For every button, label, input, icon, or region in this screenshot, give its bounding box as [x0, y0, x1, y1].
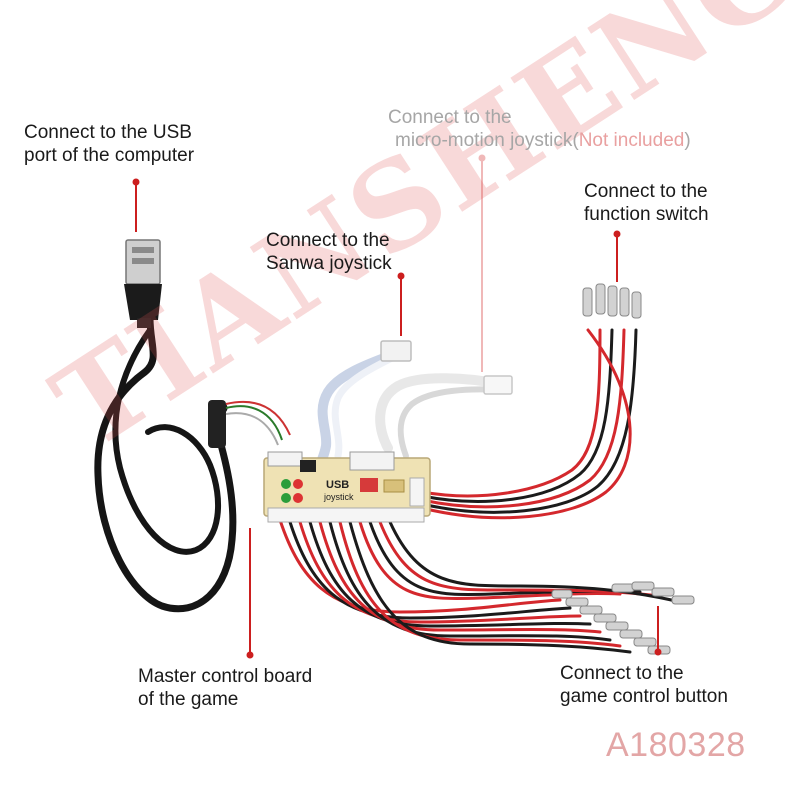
- sanwa-joystick-label: Connect to the Sanwa joystick: [266, 229, 392, 275]
- usb-label-line1: Connect to the USB: [24, 122, 192, 143]
- game-button-label-line1: Connect to the: [560, 663, 684, 684]
- function-switch-label-line1: Connect to the: [584, 181, 708, 202]
- board-usb-label: USB: [326, 479, 349, 491]
- master-board-label-line2: of the game: [138, 689, 239, 710]
- micro-motion-label-line2: micro-motion joystick: [395, 130, 573, 151]
- usb-label: Connect to the USB port of the computer: [24, 121, 194, 167]
- game-button-label: Connect to the game control button: [560, 662, 728, 708]
- micro-motion-close-paren: ): [684, 130, 691, 151]
- function-switch-label: Connect to the function switch: [584, 180, 709, 226]
- not-included-note: Not included: [578, 130, 685, 151]
- power-connector: [208, 400, 291, 448]
- sanwa-joystick-label-line1: Connect to the: [266, 230, 390, 251]
- master-board-label: Master control board of the game: [138, 665, 312, 711]
- game-button-label-line2: game control button: [560, 686, 728, 707]
- game-button-wires: [278, 518, 682, 654]
- micro-motion-label-line1: Connect to the: [388, 107, 512, 128]
- game-button-terminals: [551, 581, 695, 655]
- function-switch-wires: [420, 328, 638, 520]
- board-joystick-label: joystick: [323, 492, 354, 502]
- function-switch-terminals: [582, 283, 642, 319]
- function-switch-label-line2: function switch: [584, 204, 709, 225]
- control-board: USB joystick: [263, 451, 431, 523]
- leader-lines: [132, 154, 662, 659]
- micro-motion-harness: [375, 373, 513, 459]
- usb-label-line2: port of the computer: [24, 145, 195, 166]
- master-board-label-line1: Master control board: [138, 666, 313, 687]
- micro-motion-open-paren: (: [572, 130, 579, 151]
- product-code: A180328: [606, 726, 746, 764]
- micro-motion-label: Connect to the micro-motion joystick(Not…: [388, 106, 691, 152]
- sanwa-joystick-label-line2: Sanwa joystick: [266, 253, 392, 274]
- usb-plug: [124, 239, 162, 328]
